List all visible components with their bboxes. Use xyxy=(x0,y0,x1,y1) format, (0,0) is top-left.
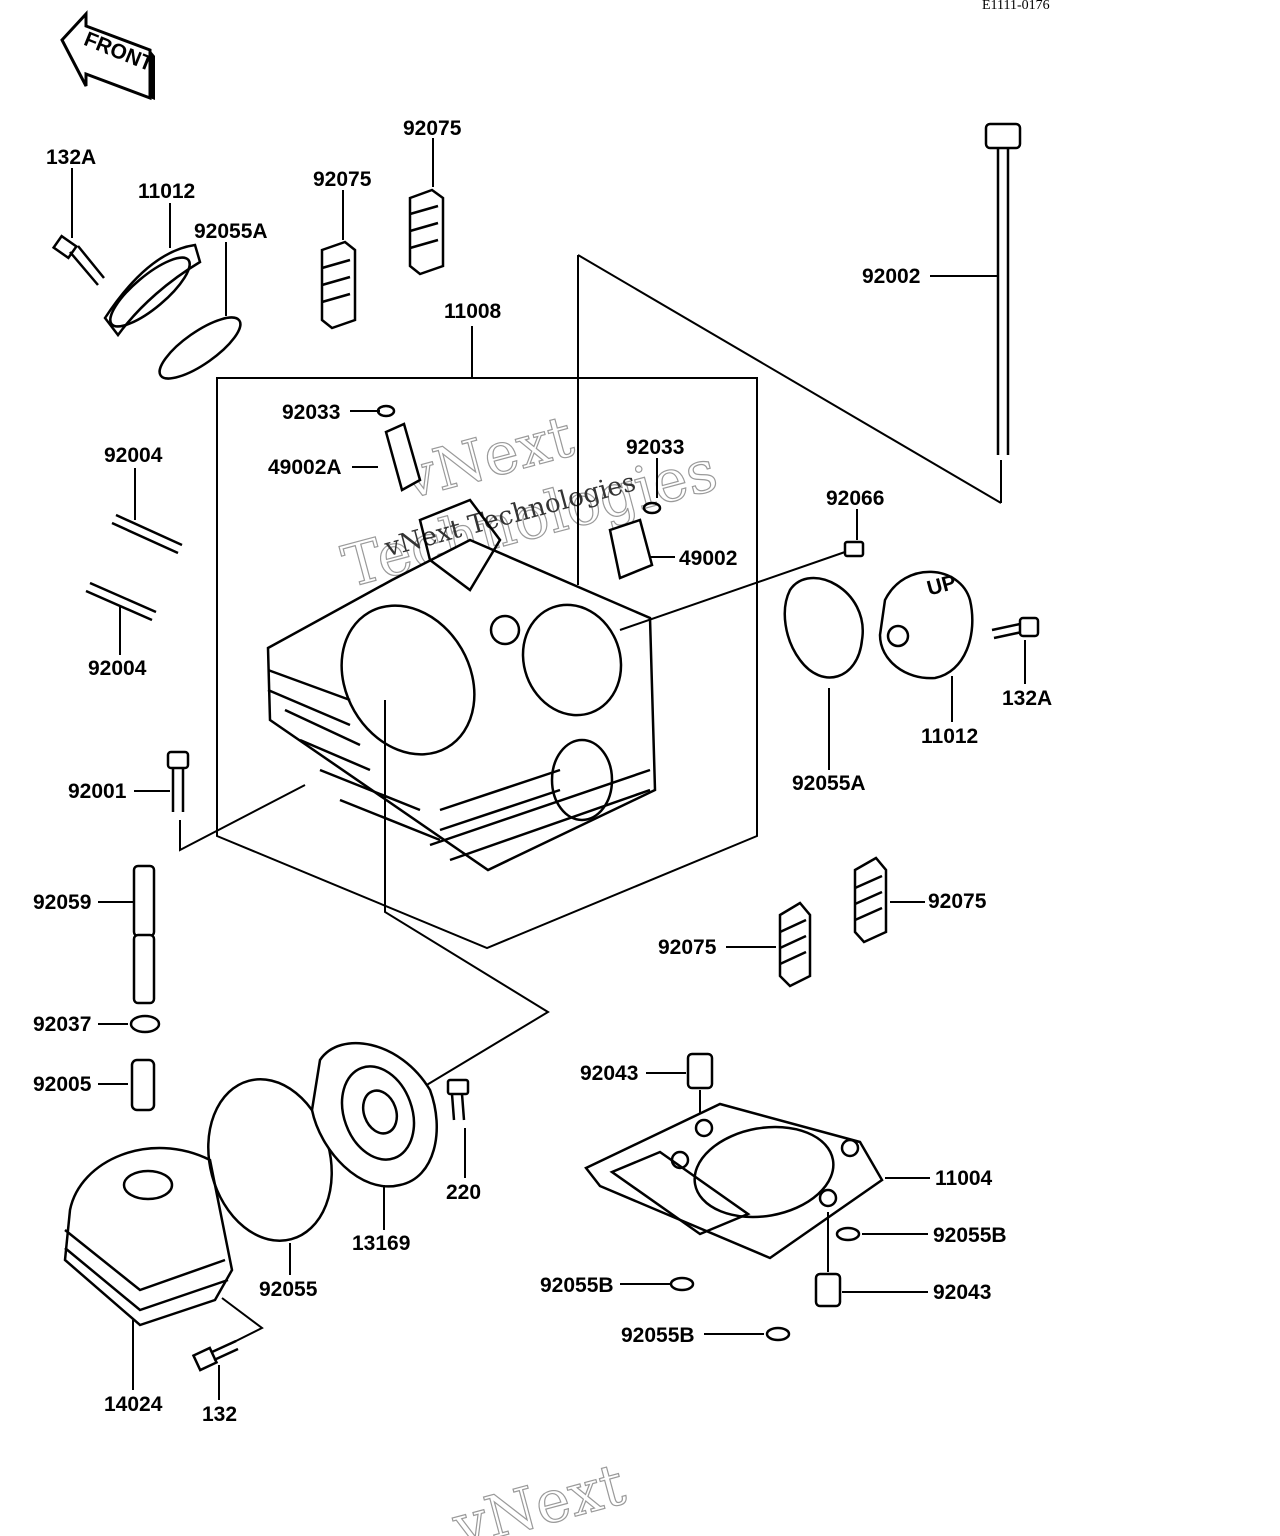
label-92055: 92055 xyxy=(259,1278,318,1301)
bolt-92001 xyxy=(134,750,306,852)
clamp-92037 xyxy=(98,1014,161,1034)
label-132a-left: 132A xyxy=(46,146,96,169)
dowel-92043-top xyxy=(646,1052,714,1118)
bolt-132 xyxy=(191,1297,264,1400)
clip-92033-left xyxy=(350,404,396,418)
cover-11012-right: UP xyxy=(878,570,974,722)
label-92066: 92066 xyxy=(826,487,884,510)
label-220: 220 xyxy=(446,1181,481,1204)
label-92055b-right: 92055B xyxy=(933,1224,1007,1247)
o-ring-92055b-right xyxy=(835,1226,928,1242)
label-92075-d: 92075 xyxy=(658,936,717,959)
label-92055a-right: 92055A xyxy=(792,772,866,795)
valve-guide-49002a xyxy=(352,422,422,492)
label-92037: 92037 xyxy=(33,1013,91,1036)
label-13169: 13169 xyxy=(352,1232,410,1255)
label-92001: 92001 xyxy=(68,780,127,803)
clip-92033-right xyxy=(642,458,662,515)
stud-92002 xyxy=(577,122,1022,585)
label-92055b-bottom: 92055B xyxy=(621,1324,695,1347)
label-92075-c: 92075 xyxy=(928,890,987,913)
label-132: 132 xyxy=(202,1403,237,1426)
plug-92066 xyxy=(619,509,865,631)
diagram-code: E1111-0176 xyxy=(982,0,1050,13)
cover-11012-top xyxy=(103,203,202,338)
valve-guide-49002 xyxy=(608,518,675,580)
label-132a-right: 132A xyxy=(1002,687,1052,710)
bolt-132a-right xyxy=(991,616,1040,684)
adjuster-92075-c xyxy=(853,856,925,944)
label-92002: 92002 xyxy=(862,265,920,288)
label-92055b-left: 92055B xyxy=(540,1274,614,1297)
stud-92004-bottom xyxy=(85,581,157,655)
bolt-220 xyxy=(446,1078,470,1178)
label-92043-bottom: 92043 xyxy=(933,1281,991,1304)
fitting-92005 xyxy=(98,1058,156,1112)
label-92033-right: 92033 xyxy=(626,436,684,459)
front-arrow-icon: FRONT xyxy=(60,10,157,101)
label-11004: 11004 xyxy=(935,1167,993,1190)
label-92004-bottom: 92004 xyxy=(88,657,147,680)
bolt-132a-left xyxy=(51,168,105,286)
o-ring-92055a-right xyxy=(783,576,864,770)
label-11008: 11008 xyxy=(444,300,502,323)
label-92043-top: 92043 xyxy=(580,1062,638,1085)
label-11012-right: 11012 xyxy=(921,725,978,748)
label-14024: 14024 xyxy=(104,1393,163,1416)
label-49002: 49002 xyxy=(679,547,737,570)
label-92075-b: 92075 xyxy=(403,117,462,140)
adjuster-92075-b xyxy=(408,138,445,276)
plate-13169 xyxy=(310,1041,438,1230)
label-92033-left: 92033 xyxy=(282,401,340,424)
label-92005: 92005 xyxy=(33,1073,92,1096)
label-92075-a: 92075 xyxy=(313,168,372,191)
o-ring-92055b-left xyxy=(620,1276,695,1292)
adjuster-92075-d xyxy=(726,901,812,988)
label-49002a: 49002A xyxy=(268,456,342,479)
stud-92004-top xyxy=(111,468,183,555)
o-ring-92055b-bottom xyxy=(704,1326,791,1342)
pipe-92059 xyxy=(98,700,550,1087)
label-92004-top: 92004 xyxy=(104,444,163,467)
dowel-92043-bottom xyxy=(814,1212,928,1308)
label-92055a-top: 92055A xyxy=(194,220,268,243)
cylinder-head-11008 xyxy=(216,326,758,950)
gasket-11004 xyxy=(584,1102,930,1260)
label-92059: 92059 xyxy=(33,891,91,914)
watermark-bottom: vNext xyxy=(445,1450,632,1536)
adjuster-92075-a xyxy=(320,190,357,330)
label-11012-top: 11012 xyxy=(138,180,195,203)
o-ring-92055a-top xyxy=(158,242,242,380)
cover-14024 xyxy=(63,1146,234,1390)
